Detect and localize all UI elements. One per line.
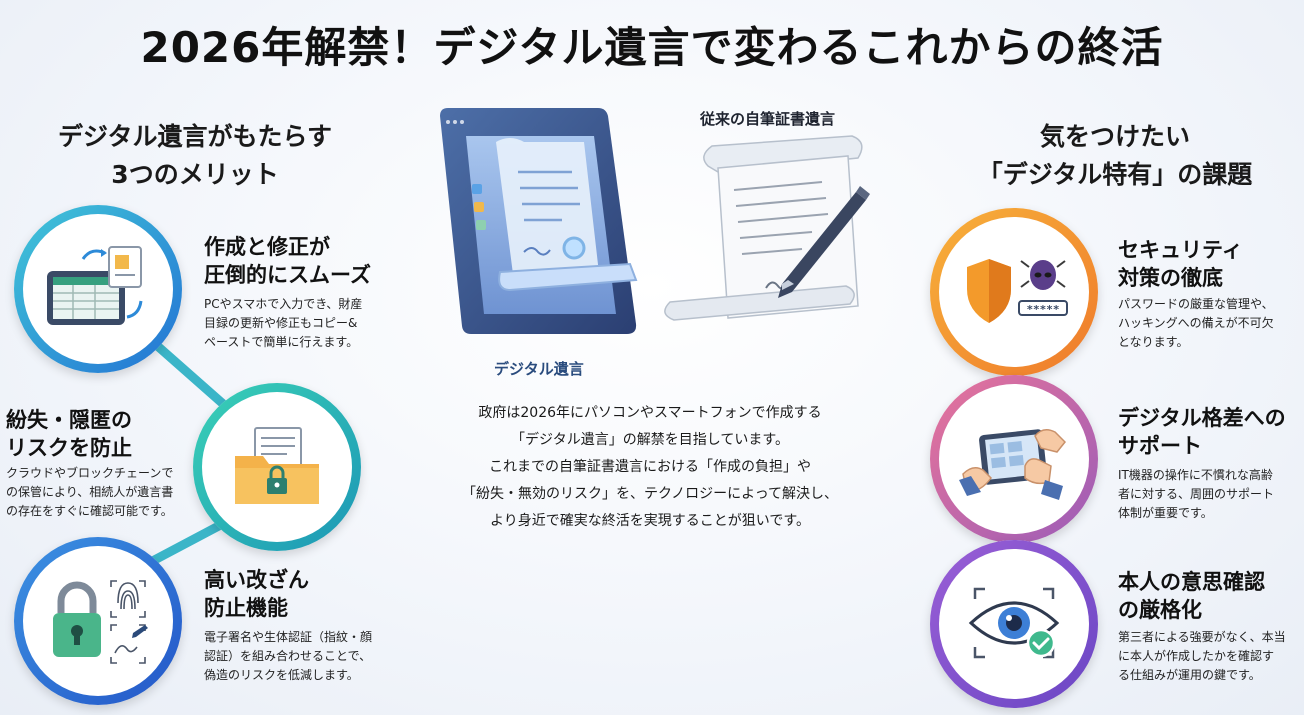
challenge-1-circle: ***** [930,208,1098,376]
merit-3-heading-line1: 高い改ざん [204,568,309,592]
challenge-1-heading-line1: セキュリティ [1118,238,1243,262]
center-description-line: 「紛失・無効のリスク」を、テクノロジーによって解決し、 [461,486,839,502]
challenge-1-desc-line: パスワードの厳重な管理や、 [1118,297,1274,311]
challenge-2-desc-line: 者に対する、周囲のサポート [1118,487,1275,501]
merit-2-desc-line: の存在をすぐに確認可能です。 [6,504,173,518]
challenges-heading-line1: 気をつけたい [1039,122,1190,151]
merit-3-circle [14,537,182,705]
center-description-line: これまでの自筆証書遺言における「作成の負担」や [489,459,811,475]
merit-3-desc-line: 偽造のリスクを低減します。 [204,668,359,682]
tablet-documents-icon [23,214,173,364]
merit-1-heading: 作成と修正が 圧倒的にスムーズ [204,233,371,289]
merit-1-heading-line2: 圧倒的にスムーズ [204,263,371,287]
merit-2-heading-line1: 紛失・隠匿の [6,408,132,432]
merit-3-heading-line2: 防止機能 [204,596,288,620]
hands-tablet-icon [939,384,1089,534]
merit-1-desc-line: ペーストで簡単に行えます。 [204,335,359,349]
challenge-3-heading-line2: の厳格化 [1118,598,1202,622]
traditional-will-label: 従来の自筆証書遺言 [700,110,836,128]
merit-1-desc-line: 目録の更新や修正もコピー& [204,316,358,330]
digital-will-tablet-illustration [432,102,642,352]
merit-2-desc-line: クラウドやブロックチェーンで [6,466,174,480]
challenges-heading: 気をつけたい 「デジタル特有」の課題 [950,118,1280,194]
merit-1-description: PCやスマホで入力でき、財産 目録の更新や修正もコピー& ペーストで簡単に行えま… [204,295,362,352]
merits-heading: デジタル遺言がもたらす 3つのメリット [30,118,360,194]
merit-3-heading: 高い改ざん 防止機能 [204,566,309,622]
challenge-3-desc-line: に本人が作成したかを確認す [1118,649,1275,663]
center-description: 政府は2026年にパソコンやスマートフォンで作成する 「デジタル遺言」の解禁を目… [440,400,860,535]
merit-2-description: クラウドやブロックチェーンで の保管により、相続人が遺言書 の存在をすぐに確認可… [6,464,173,521]
password-mask-text: ***** [1026,303,1059,316]
merits-connector-lines [140,330,235,570]
merits-heading-line2: 3つのメリット [111,160,279,189]
challenges-heading-line2: 「デジタル特有」の課題 [977,160,1253,189]
challenge-3-description: 第三者による強要がなく、本当 に本人が作成したかを確認す る仕組みが運用の鍵です… [1118,628,1286,685]
merit-3-desc-line: 電子署名や生体認証（指紋・顔 [204,630,373,644]
merit-2-desc-line: の保管により、相続人が遺言書 [6,485,174,499]
folder-lock-icon [202,392,352,542]
padlock-fingerprint-icon [23,546,173,696]
challenge-2-heading: デジタル格差への サポート [1118,404,1286,460]
traditional-will-paper-illustration [662,132,872,332]
center-description-line: より身近で確実な終活を実現することが狙いです。 [490,513,810,529]
challenge-1-description: パスワードの厳重な管理や、 ハッキングへの備えが不可欠 となります。 [1118,295,1274,352]
challenge-1-heading-line2: 対策の徹底 [1118,266,1223,290]
challenge-1-heading: セキュリティ 対策の徹底 [1118,236,1243,292]
challenge-2-heading-line1: デジタル格差への [1118,406,1286,430]
challenge-1-desc-line: となります。 [1118,335,1189,349]
challenge-2-description: IT機器の操作に不慣れな高齢 者に対する、周囲のサポート 体制が重要です。 [1118,466,1274,523]
merit-3-description: 電子署名や生体認証（指紋・顔 認証）を組み合わせることで、 偽造のリスクを低減し… [204,628,372,685]
center-description-line: 「デジタル遺言」の解禁を目指しています。 [511,432,789,448]
merit-1-desc-line: PCやスマホで入力でき、財産 [204,297,363,311]
merit-2-circle [193,383,361,551]
merit-2-heading-line2: リスクを防止 [6,436,132,460]
challenge-1-desc-line: ハッキングへの備えが不可欠 [1118,316,1274,330]
digital-will-label: デジタル遺言 [494,360,584,378]
challenge-3-desc-line: る仕組みが運用の鍵です。 [1118,668,1261,682]
merit-1-heading-line1: 作成と修正が [204,235,330,259]
eye-verify-icon [939,549,1089,699]
challenge-2-heading-line2: サポート [1118,434,1202,458]
merit-1-circle [14,205,182,373]
challenge-3-heading-line1: 本人の意思確認 [1118,570,1265,594]
shield-hacker-icon: ***** [939,217,1089,367]
challenge-2-desc-line: 体制が重要です。 [1118,506,1213,520]
page-title: 2026年解禁！デジタル遺言で変わるこれからの終活 [140,23,1164,72]
merits-heading-line1: デジタル遺言がもたらす [57,122,332,151]
merit-3-desc-line: 認証）を組み合わせることで、 [204,649,372,663]
challenge-3-heading: 本人の意思確認 の厳格化 [1118,568,1265,624]
challenge-3-desc-line: 第三者による強要がなく、本当 [1118,630,1286,644]
challenge-2-circle [930,375,1098,543]
challenge-3-circle [930,540,1098,708]
center-description-line: 政府は2026年にパソコンやスマートフォンで作成する [478,405,822,421]
challenge-2-desc-line: IT機器の操作に不慣れな高齢 [1118,468,1273,482]
merit-2-heading: 紛失・隠匿の リスクを防止 [6,406,132,462]
